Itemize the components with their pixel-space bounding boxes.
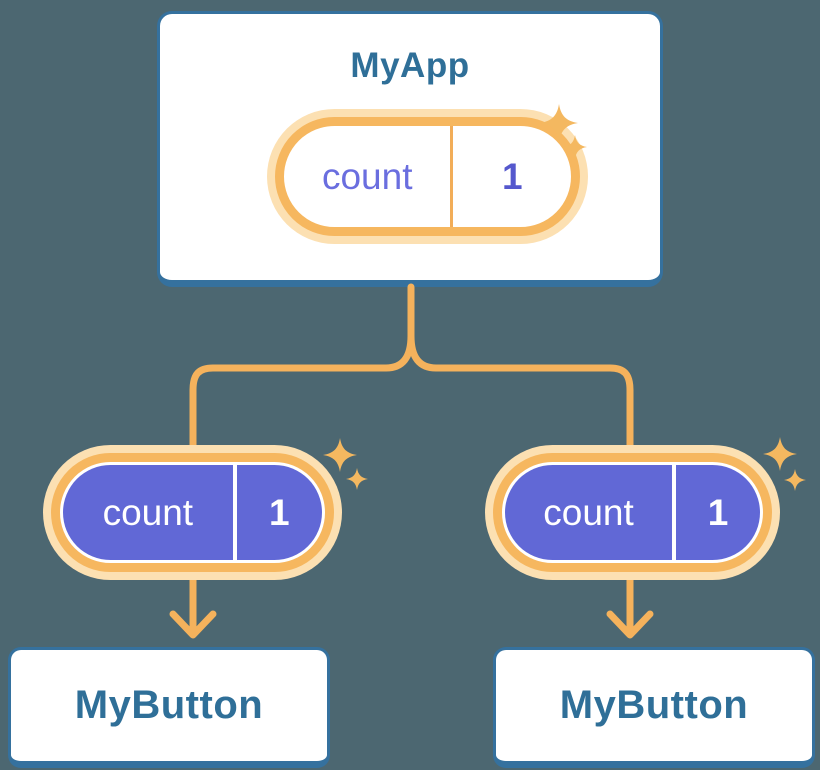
prop-pill-label: count — [543, 491, 634, 533]
prop-pill-value: 1 — [707, 491, 729, 533]
child-component-card-right: MyButton — [493, 647, 815, 768]
child-component-card-left: MyButton — [8, 647, 330, 768]
prop-pill-right: count 1 — [493, 453, 772, 572]
arrow-down-icon — [606, 610, 654, 639]
arrow-down-icon — [169, 610, 217, 639]
child-component-title: MyButton — [559, 683, 749, 727]
state-pill-value: 1 — [501, 155, 523, 197]
sparkle-icon — [763, 437, 806, 491]
prop-pill-value: 1 — [269, 491, 290, 533]
state-pill-label: count — [321, 155, 413, 197]
prop-pill-body: count 1 — [505, 465, 760, 560]
prop-pill-left: count 1 — [51, 453, 334, 572]
pill-divider — [672, 465, 677, 560]
root-component-title: MyApp — [350, 46, 470, 85]
sparkle-icon — [323, 438, 368, 490]
pill-divider — [450, 126, 454, 227]
prop-pill-body: count 1 — [63, 465, 322, 560]
child-component-title: MyButton — [74, 683, 264, 727]
prop-pill-label: count — [102, 491, 194, 533]
state-pill: count 1 — [275, 117, 580, 236]
